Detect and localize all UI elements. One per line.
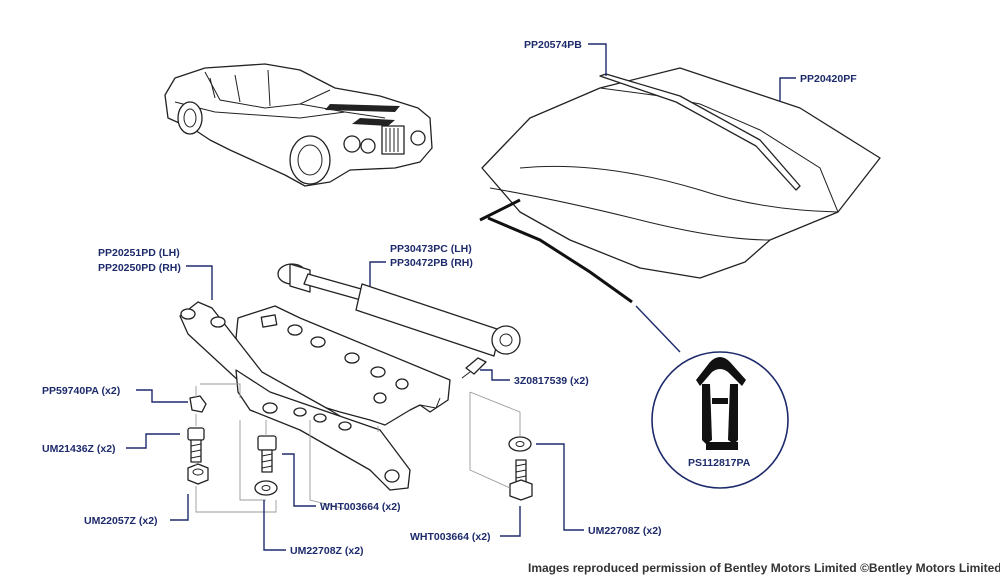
label-pp20250pd: PP20250PD (RH) (98, 262, 181, 274)
label-pp20251pd: PP20251PD (LH) (98, 247, 180, 259)
leader-pp20251pd (186, 265, 213, 300)
leader-pp59740pa (136, 389, 188, 403)
leader-lines (126, 43, 796, 551)
label-um22057z: UM22057Z (x2) (84, 515, 158, 527)
bolt-um21436z (187, 427, 205, 463)
label-ps112817pa: PS112817PA (688, 457, 751, 469)
bonnet-seal-line (479, 198, 521, 222)
label-pp30473pc: PP30473PC (LH) (390, 243, 472, 255)
leader-pp30473pc (369, 261, 386, 286)
seal-profile-inset (651, 351, 789, 489)
bonnet-strip-seal (599, 73, 801, 191)
washer-um22708z-right (508, 436, 532, 452)
leader-seal-profile (635, 305, 681, 353)
leader-3z0817539 (480, 369, 510, 381)
washer-um22708z-bottom (254, 480, 278, 496)
bonnet-seal-line-lower (487, 216, 633, 304)
label-pp59740pa: PP59740PA (x2) (42, 385, 120, 397)
label-pp20420pf: PP20420PF (800, 73, 857, 85)
guide-lines (195, 383, 521, 513)
stud-bolt (461, 357, 487, 379)
copyright-credit: Images reproduced permission of Bentley … (528, 561, 1000, 575)
hinge-assembly (179, 301, 451, 491)
leader-pp20574pb (588, 43, 607, 76)
leader-um22708z-right (536, 443, 584, 531)
label-um22708z-bottom: UM22708Z (x2) (290, 545, 364, 557)
leader-um22057z (170, 494, 189, 521)
label-wht003664-right: WHT003664 (x2) (410, 531, 491, 543)
label-wht003664-mid: WHT003664 (x2) (320, 501, 401, 513)
bolt-wht003664-mid (257, 435, 277, 473)
label-um21436z: UM21436Z (x2) (42, 443, 116, 455)
leader-wht003664-mid (282, 453, 316, 507)
leader-wht003664-right (500, 506, 521, 537)
label-3z0817539: 3Z0817539 (x2) (514, 375, 589, 387)
nut-um22057z (187, 463, 209, 485)
bolt-wht003664-right (509, 459, 533, 501)
gas-strut (277, 263, 521, 357)
label-pp30472pb: PP30472PB (RH) (390, 257, 473, 269)
leader-pp20420pf (779, 77, 796, 102)
leader-um22708z-bottom (263, 500, 286, 551)
car-illustration (164, 63, 433, 187)
leader-um21436z (126, 433, 180, 449)
label-um22708z-right: UM22708Z (x2) (588, 525, 662, 537)
label-pp20574pb: PP20574PB (524, 39, 582, 51)
